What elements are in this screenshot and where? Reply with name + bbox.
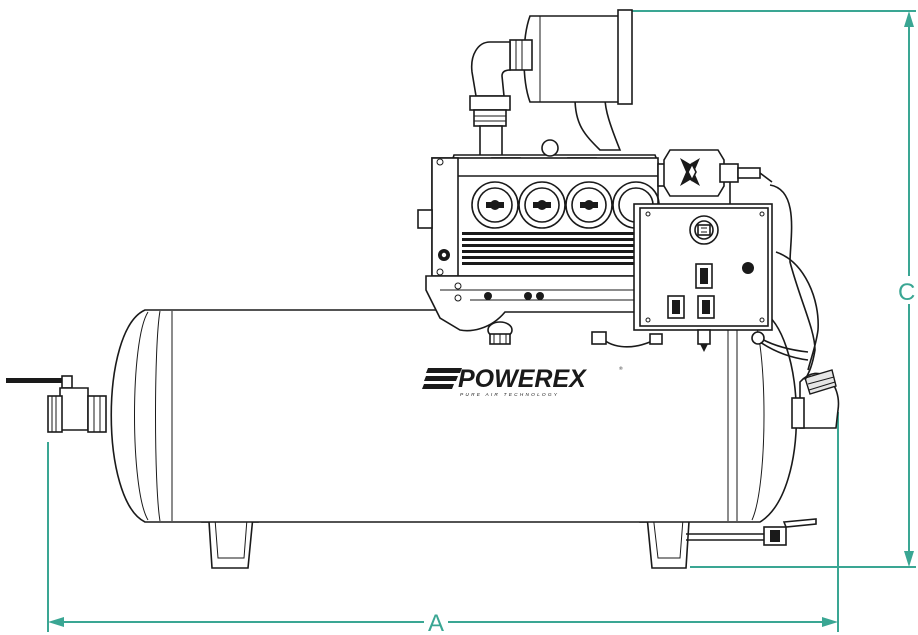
outlet-elbow <box>791 369 840 429</box>
cooling-fins <box>462 232 656 265</box>
brand-name: POWEREX <box>458 365 587 393</box>
dimension-lines: A C <box>47 10 916 635</box>
dimension-label-a: A <box>428 610 444 635</box>
intake-filter <box>469 9 633 159</box>
inlet-ball-valve <box>6 375 107 433</box>
air-tank <box>110 309 798 523</box>
control-panel <box>591 203 773 352</box>
brand-logo: POWEREX ® PURE AIR TECHNOLOGY <box>422 365 625 398</box>
dimension-label-c: C <box>898 279 915 306</box>
cylinder-heads <box>471 181 660 229</box>
brand-trademark: ® <box>619 365 625 372</box>
brand-tagline: PURE AIR TECHNOLOGY <box>460 392 559 398</box>
compressor-pump <box>417 139 662 345</box>
drain-valve <box>686 518 817 546</box>
pressure-switch <box>657 149 773 206</box>
